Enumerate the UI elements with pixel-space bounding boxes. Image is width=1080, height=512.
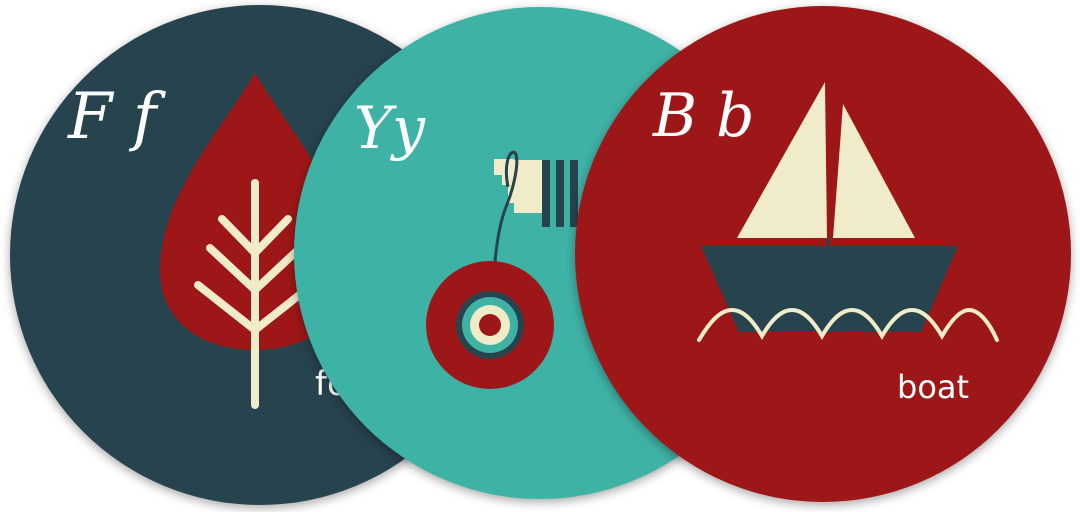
hand-icon xyxy=(494,159,578,227)
card-letters-f: F f xyxy=(68,80,157,154)
card-word-b: boat xyxy=(897,368,970,406)
yoyo-icon xyxy=(426,150,578,389)
letter-card-b: B b boat xyxy=(575,6,1071,502)
card-letters-b: B b xyxy=(653,81,755,151)
sailboat-icon xyxy=(697,82,999,342)
card-letters-y: Yy xyxy=(354,94,426,162)
